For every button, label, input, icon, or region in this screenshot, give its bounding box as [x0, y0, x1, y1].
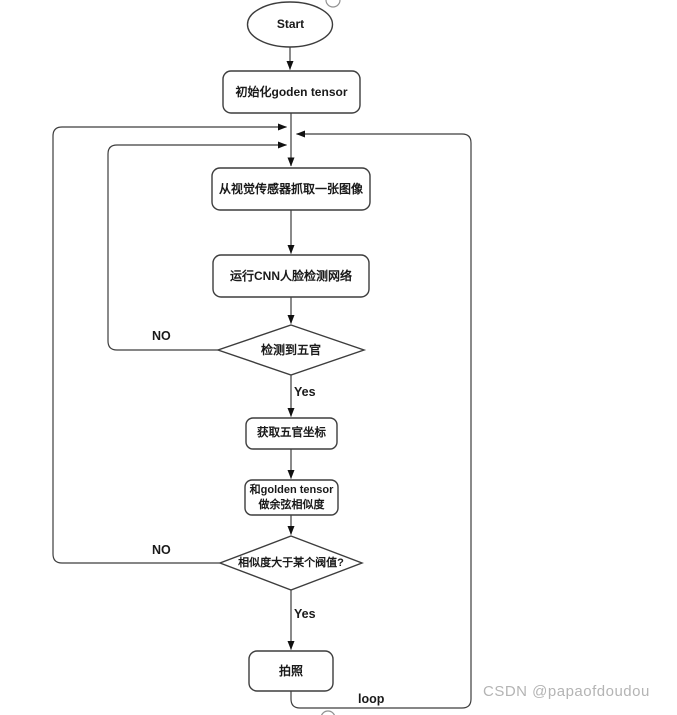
threshold-decision-node [218, 535, 364, 591]
connector-dot-bottom [321, 710, 335, 715]
edge-detect-no-return [107, 141, 287, 351]
threshold-yes-label: Yes [294, 607, 316, 621]
detect-no-label: NO [152, 329, 171, 343]
connector-dot-top [325, 0, 341, 8]
capture-node [211, 167, 371, 211]
run-cnn-node [212, 254, 370, 298]
init-node [222, 70, 361, 114]
threshold-no-label: NO [152, 543, 171, 557]
edge-threshold-no-return [52, 123, 287, 564]
take-photo-node [248, 650, 334, 692]
detect-decision-node [215, 324, 367, 376]
detect-yes-label: Yes [294, 385, 316, 399]
get-coords-node [245, 417, 338, 450]
csdn-watermark: CSDN @papaofdoudou [483, 683, 650, 700]
start-node [246, 1, 334, 48]
loop-label: loop [358, 692, 385, 706]
cosine-node [244, 479, 339, 516]
edge-photo-loop-return [290, 130, 472, 709]
